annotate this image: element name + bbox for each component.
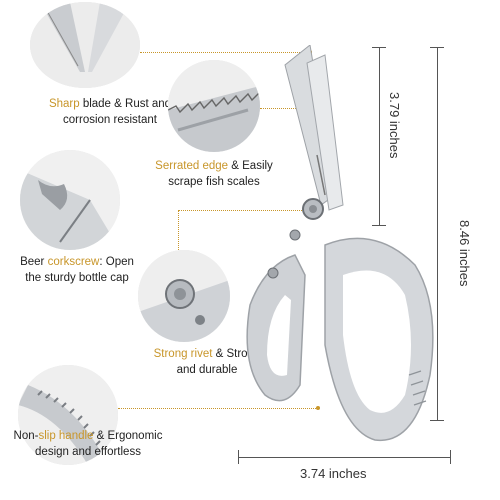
rivet-closeup [138,250,230,342]
kitchen-scissors-illustration [246,45,434,442]
serrated-edge-closeup [168,60,260,152]
blade-length-bottom-tick [372,225,386,226]
total-length-bottom-tick [430,420,444,421]
sharp-blade-label: Sharp blade & Rust and corrosion resista… [48,98,172,126]
handle-width-right-tick [450,450,451,464]
handle-width-line [238,457,450,458]
rivet-leader-horizontal [178,210,310,211]
blade-length-line [379,47,380,225]
handle-label: Non-slip handle & Ergonomic design and e… [13,430,163,458]
sharp-blade-leader [140,52,310,53]
handle-grip-closeup [18,365,118,465]
total-length-line [437,47,438,420]
blade-tip-closeup [30,2,140,88]
blade-length-label: 3.79 inches [387,92,402,159]
handle-leader [118,408,318,409]
handle-width-label: 3.74 inches [300,466,367,481]
serrated-edge-label: Serrated edge & Easily scrape fish scale… [155,160,273,188]
corkscrew-closeup [20,150,120,250]
rivet-leader-vertical [178,210,179,250]
handle-dot [316,406,320,410]
total-length-label: 8.46 inches [457,220,472,287]
corkscrew-label: Beer corkscrew: Open the sturdy bottle c… [20,256,134,284]
serrated-leader [260,108,310,109]
